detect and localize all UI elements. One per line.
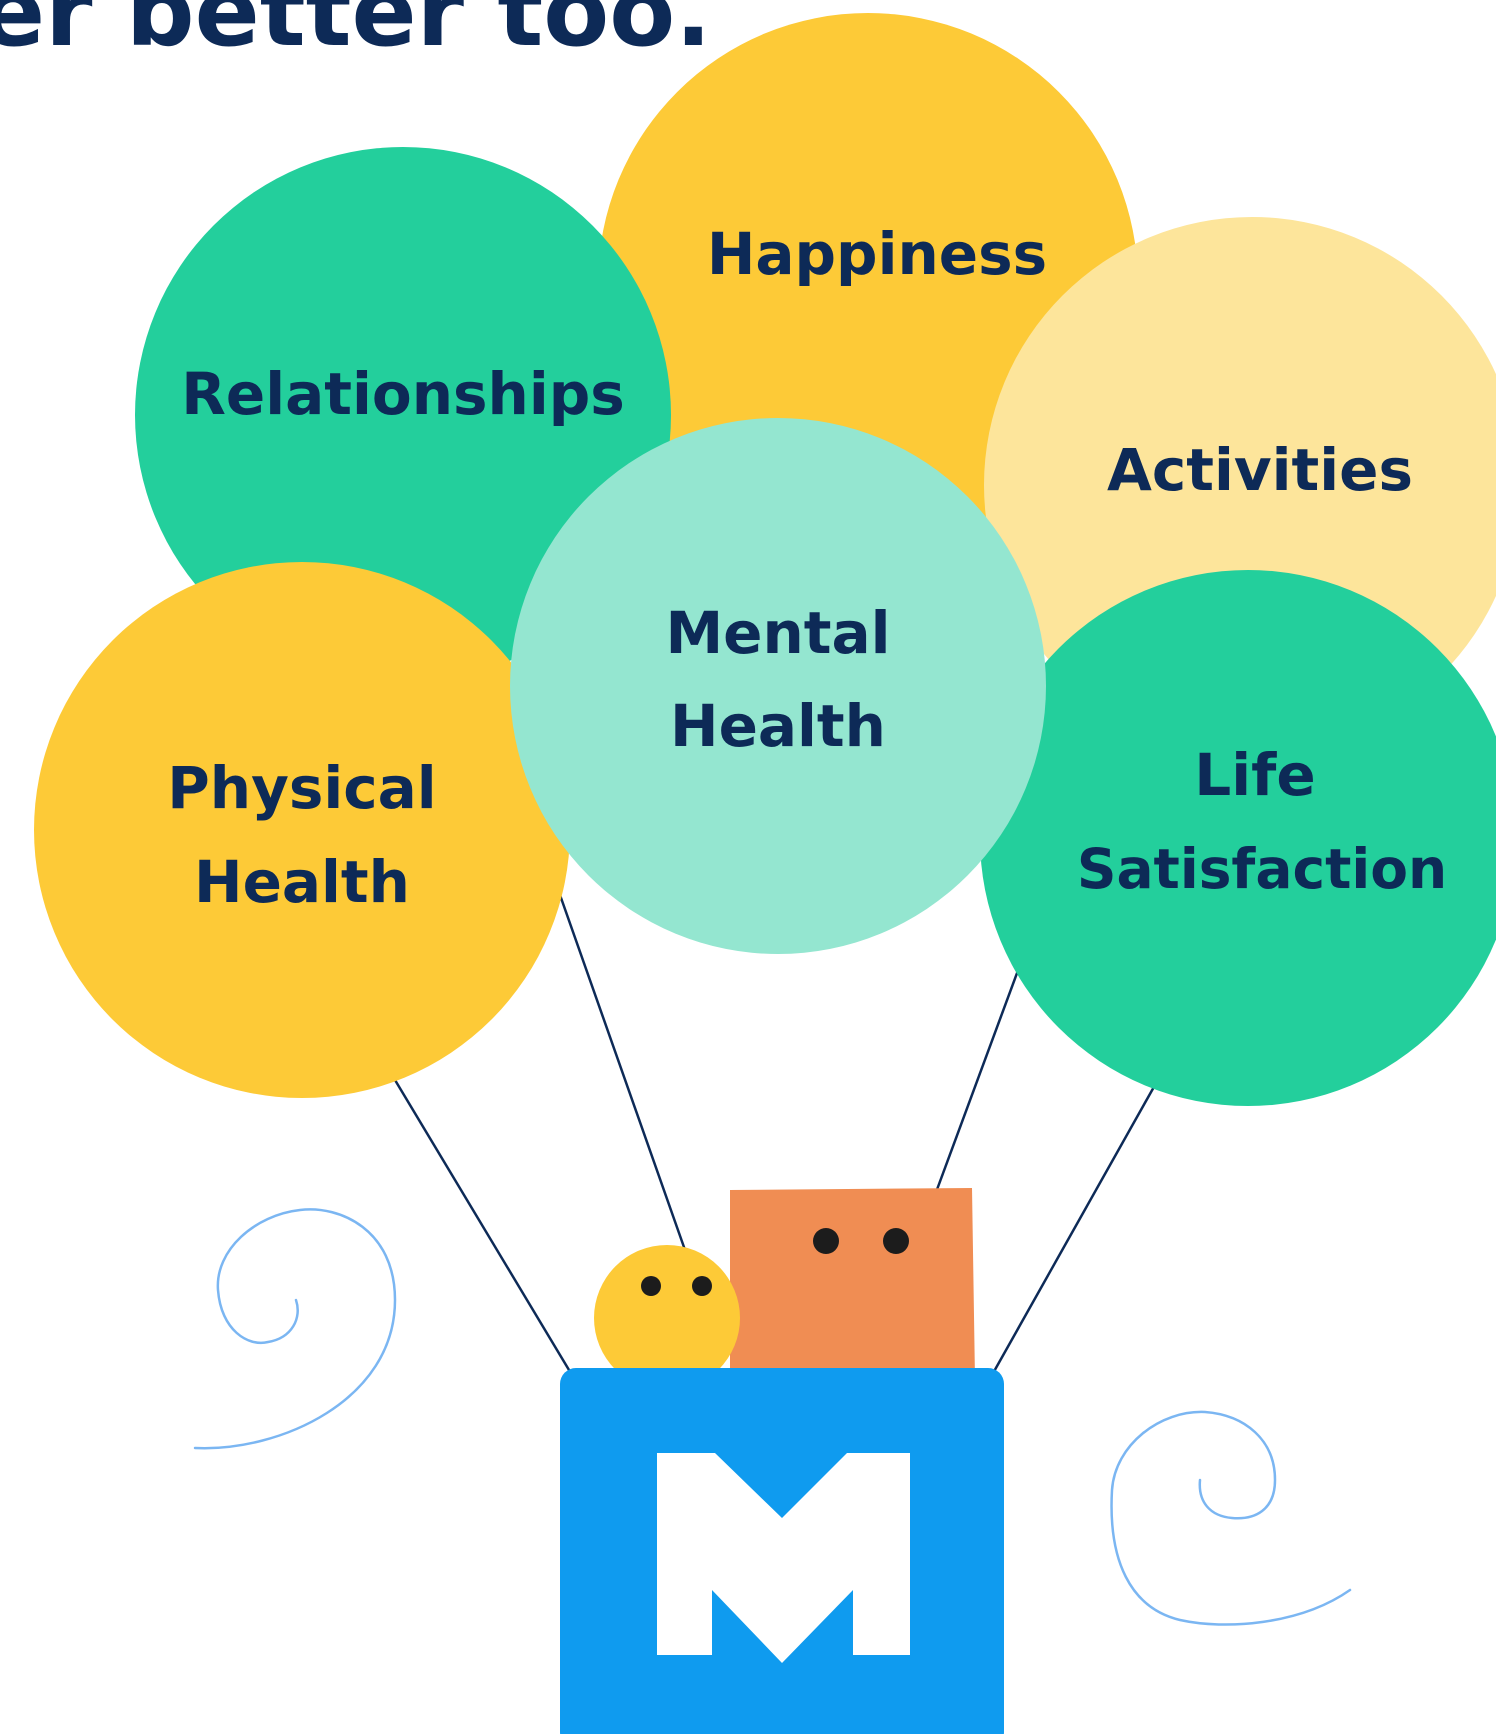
balloon-mental-health xyxy=(510,418,1046,954)
string-physical-health xyxy=(393,1079,574,1376)
square-buddy-body xyxy=(730,1188,975,1380)
square-buddy-left-eye xyxy=(813,1228,839,1254)
left-swirl-decoration xyxy=(193,1208,397,1450)
life-satisfaction-label-line1: Life xyxy=(1194,741,1315,809)
activities-label: Activities xyxy=(1107,436,1413,504)
headline: er better too. xyxy=(0,0,712,68)
relationships-label: Relationships xyxy=(181,360,625,428)
balloon-life-satisfaction-circle xyxy=(980,570,1496,1106)
m-logo-icon xyxy=(657,1453,910,1663)
round-buddy-left-eye xyxy=(641,1276,661,1296)
balloon-relationships-circle xyxy=(135,147,671,683)
physical-health-label-line1: Physical xyxy=(167,754,436,822)
string-life-satisfaction-outer xyxy=(990,1084,1157,1376)
balloon-physical-health xyxy=(34,562,570,1098)
round-buddy-right-eye xyxy=(692,1276,712,1296)
square-buddy xyxy=(730,1188,975,1380)
life-satisfaction-label-line2: Satisfaction xyxy=(1077,837,1447,901)
mental-health-label-line1: Mental xyxy=(665,599,890,667)
balloon-physical-health-circle xyxy=(34,562,570,1098)
string-mental-health xyxy=(558,894,687,1251)
physical-health-label-line2: Health xyxy=(194,848,410,916)
square-buddy-right-eye xyxy=(883,1228,909,1254)
mental-health-label-line2: Health xyxy=(670,692,886,760)
balloon-relationships xyxy=(135,147,671,683)
string-life-satisfaction-inner xyxy=(933,964,1022,1196)
balloon-mental-health-circle xyxy=(510,418,1046,954)
right-swirl-decoration xyxy=(1110,1410,1352,1626)
happiness-label: Happiness xyxy=(707,220,1047,288)
round-buddy xyxy=(594,1245,740,1391)
balloon-strings xyxy=(393,894,1157,1376)
logo-basket: M xyxy=(560,1368,1004,1734)
balloon-life-satisfaction xyxy=(980,570,1496,1106)
